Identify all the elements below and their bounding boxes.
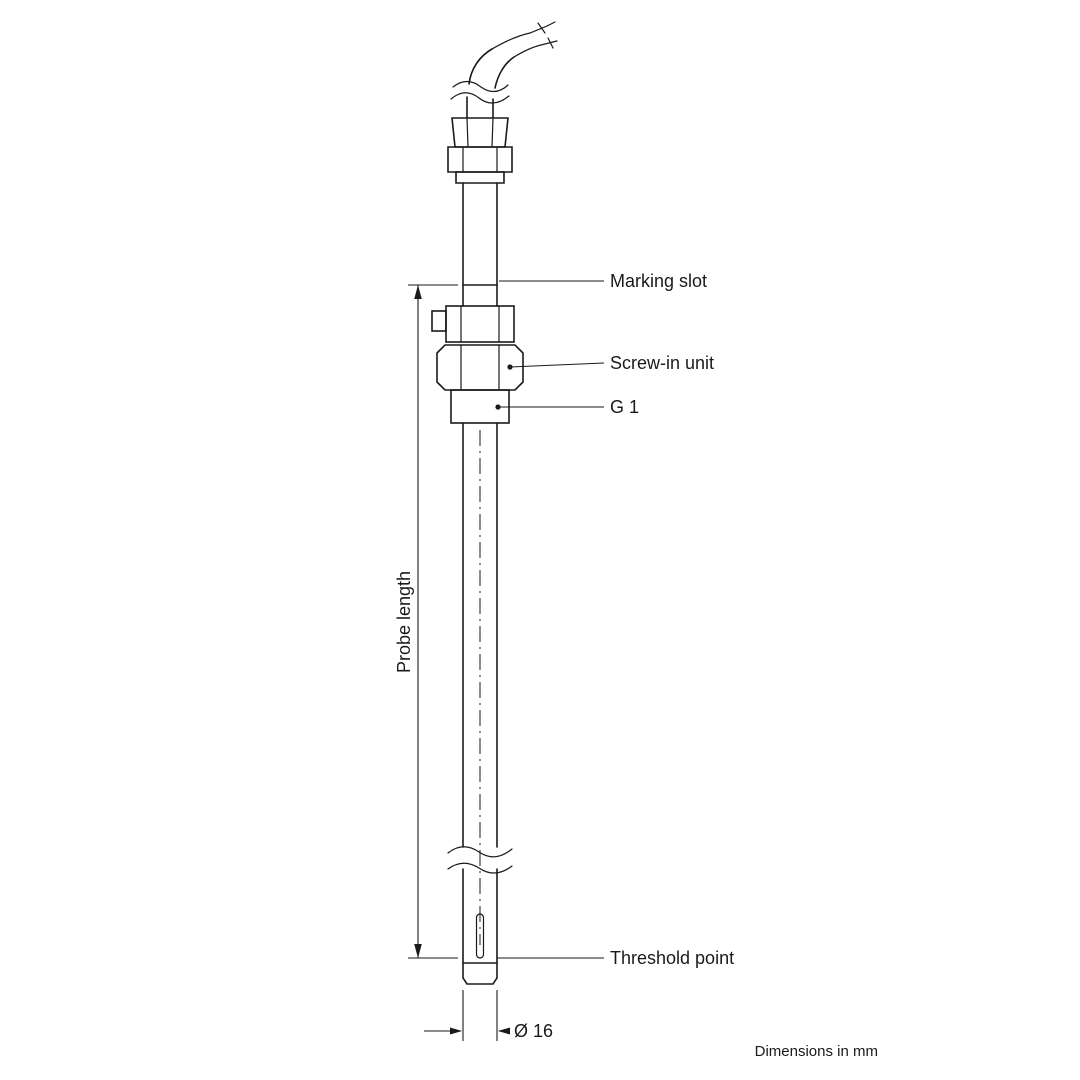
break-line-bottom <box>447 862 513 874</box>
marking-slot-label: Marking slot <box>610 271 707 291</box>
g1-label: G 1 <box>610 397 639 417</box>
diameter-dimension: Ø 16 <box>424 990 553 1041</box>
probe-length-label: Probe length <box>394 571 414 673</box>
arrow-up <box>414 285 422 299</box>
diameter-label: Ø 16 <box>514 1021 553 1041</box>
annotation-labels: Marking slot Screw-in unit G 1 Threshold… <box>610 271 878 1060</box>
break-line-top <box>452 80 509 93</box>
break-line-bottom <box>447 846 513 858</box>
leader-screw-in <box>509 362 605 368</box>
nut-tab <box>431 310 447 332</box>
leader-lines <box>497 280 605 959</box>
cable-gland <box>447 117 513 184</box>
probe-length-dimension: Probe length <box>394 284 458 959</box>
break-line-top <box>450 92 510 104</box>
probe-tube <box>447 422 513 985</box>
screw-in-unit-label: Screw-in unit <box>610 353 714 373</box>
arrow-left <box>498 1027 510 1035</box>
screw-in-unit <box>436 344 524 391</box>
threshold-slot <box>475 913 485 959</box>
arrow-right <box>450 1027 462 1035</box>
threshold-point-label: Threshold point <box>610 948 734 968</box>
arrow-down <box>414 944 422 958</box>
hex-nut <box>431 305 515 343</box>
cable-and-wires <box>450 21 558 118</box>
units-note: Dimensions in mm <box>755 1043 878 1060</box>
upper-tube <box>462 182 498 307</box>
